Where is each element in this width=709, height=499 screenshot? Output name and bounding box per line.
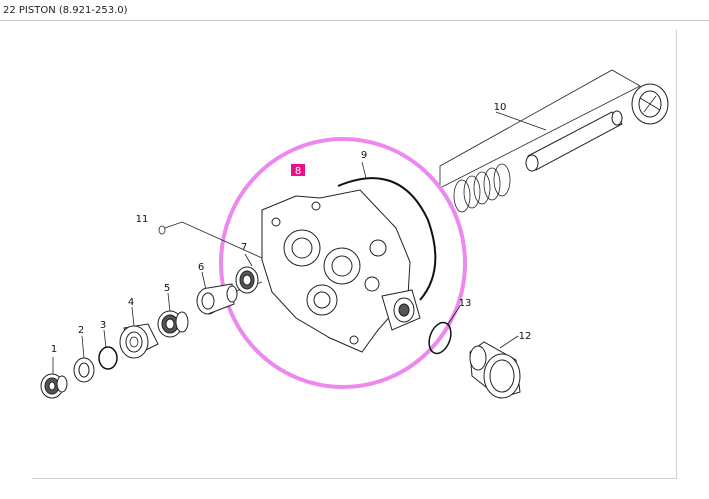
callout-8-badge[interactable]: 8 xyxy=(291,164,305,177)
spring xyxy=(453,163,511,213)
page-header: 22 PISTON (8.921-253.0) xyxy=(0,0,709,21)
callout-7[interactable]: 7 xyxy=(241,242,247,253)
callout-2[interactable]: 2 xyxy=(78,325,84,336)
part-6-sleeve[interactable] xyxy=(196,283,238,315)
selected-part-highlight xyxy=(219,137,467,389)
part-9-oring[interactable] xyxy=(337,161,437,301)
callout-13[interactable]: 13 xyxy=(459,298,472,309)
part-2-washer[interactable] xyxy=(73,357,95,383)
part-12-plug[interactable] xyxy=(469,341,521,399)
part-13-oring[interactable] xyxy=(425,320,455,357)
callout-6[interactable]: 6 xyxy=(198,262,204,273)
part-7-seal[interactable] xyxy=(235,266,259,294)
callout-11[interactable]: 11 xyxy=(136,214,149,225)
part-11-ring[interactable] xyxy=(158,225,166,235)
part-10-piston[interactable] xyxy=(439,69,669,213)
part-5-seal[interactable] xyxy=(157,310,189,338)
callout-9[interactable]: 9 xyxy=(361,150,367,161)
callout-8[interactable]: 8 xyxy=(295,166,301,177)
callout-10[interactable]: 10 xyxy=(494,102,507,113)
part-4-guide[interactable] xyxy=(119,323,159,359)
callout-5[interactable]: 5 xyxy=(164,283,170,294)
part-3-oring[interactable] xyxy=(98,346,118,370)
callout-3[interactable]: 3 xyxy=(100,320,106,331)
callout-1[interactable]: 1 xyxy=(51,344,57,355)
callout-12[interactable]: 12 xyxy=(519,331,532,342)
part-8-pump-head[interactable] xyxy=(261,189,421,353)
diagram-frame xyxy=(32,30,677,479)
callout-4[interactable]: 4 xyxy=(128,297,134,308)
part-1-seal[interactable] xyxy=(40,373,68,399)
page-title: 22 PISTON (8.921-253.0) xyxy=(3,5,128,16)
